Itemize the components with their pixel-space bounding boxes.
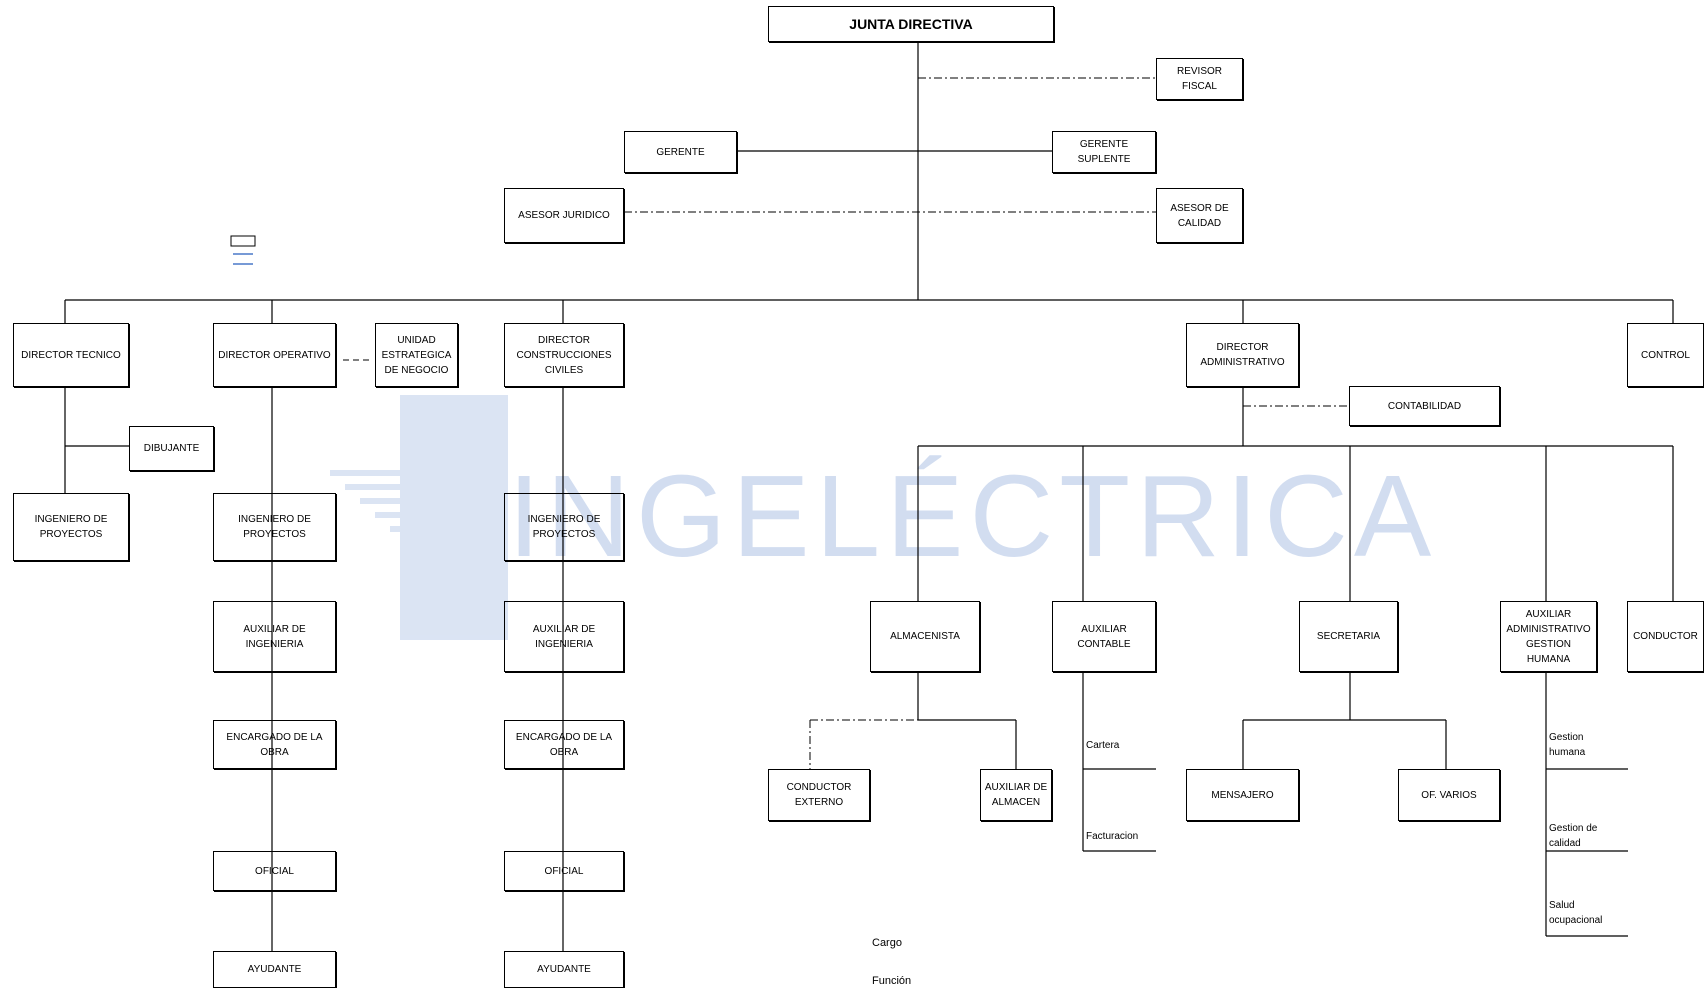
function-cartera: Cartera (1086, 740, 1120, 751)
ingeniero-proyectos-label: INGENIERO DE PROYECTOS (527, 514, 601, 540)
gerente-suplente-label: GERENTE SUPLENTE (1077, 139, 1131, 165)
gerente-suplente-box: GERENTE SUPLENTE (1052, 131, 1156, 173)
ingeniero-proyectos-tecnico-box: INGENIERO DE PROYECTOS (13, 493, 129, 561)
unidad-estrategica-box: UNIDAD ESTRATEGICA DE NEGOCIO (375, 323, 458, 387)
ayudante-label: AYUDANTE (247, 964, 302, 975)
revisor-fiscal-box: REVISOR FISCAL (1156, 58, 1243, 100)
auxiliar-ingenieria-label: AUXILIAR DE INGENIERIA (532, 623, 596, 650)
unidad-estrategica-label: UNIDAD ESTRATEGICA DE NEGOCIO (381, 334, 452, 376)
director-operativo-box: DIRECTOR OPERATIVO (213, 323, 336, 387)
secretaria-label: SECRETARIA (1316, 631, 1381, 642)
almacenista-label: ALMACENISTA (890, 631, 960, 642)
oficial-label: OFICIAL (255, 865, 294, 877)
control-box: CONTROL (1627, 323, 1704, 387)
ingeniero-proyectos-label: INGENIERO DE PROYECTOS (34, 514, 108, 540)
of-varios-label: OF. VARIOS (1421, 789, 1477, 801)
director-construcciones-label: DIRECTOR CONSTRUCCIONES CIVILES (516, 334, 612, 376)
auxiliar-gestion-humana-label: AUXILIAR ADMINISTRATIVO GESTION HUMANA (1506, 608, 1591, 665)
encargado-obra-operativo-box: ENCARGADO DE LA OBRA (213, 720, 336, 769)
director-administrativo-label: DIRECTOR ADMINISTRATIVO (1200, 342, 1285, 368)
director-construcciones-box: DIRECTOR CONSTRUCCIONES CIVILES (504, 323, 624, 387)
mensajero-box: MENSAJERO (1186, 769, 1299, 821)
almacenista-box: ALMACENISTA (870, 601, 980, 672)
asesor-calidad-label: ASESOR DE CALIDAD (1170, 202, 1229, 229)
ingeniero-proyectos-label: INGENIERO DE PROYECTOS (238, 514, 311, 540)
auxiliar-ingenieria-operativo-box: AUXILIAR DE INGENIERIA (213, 601, 336, 672)
auxiliar-almacen-label: AUXILIAR DE ALMACEN (984, 782, 1048, 808)
secretaria-box: SECRETARIA (1299, 601, 1398, 672)
function-gestion-humana: Gestion humana (1549, 732, 1586, 758)
ayudante-construcciones-box: AYUDANTE (504, 951, 624, 988)
gerente-box: GERENTE (624, 131, 737, 173)
conductor-externo-label: CONDUCTOR EXTERNO (786, 782, 852, 808)
ingeniero-proyectos-construcciones-box: INGENIERO DE PROYECTOS (504, 493, 624, 561)
legend-icon (230, 235, 256, 265)
revisor-fiscal-label: REVISOR FISCAL (1176, 66, 1222, 92)
encargado-obra-construcciones-box: ENCARGADO DE LA OBRA (504, 720, 624, 769)
asesor-juridico-label: ASESOR JURIDICO (518, 210, 610, 221)
conductor-box: CONDUCTOR (1627, 601, 1704, 672)
dibujante-label: DIBUJANTE (143, 443, 200, 454)
legend-funcion: Función (872, 975, 912, 987)
ayudante-operativo-box: AYUDANTE (213, 951, 336, 988)
junta-directiva-label: JUNTA DIRECTIVA (849, 15, 973, 32)
asesor-calidad-box: ASESOR DE CALIDAD (1156, 188, 1243, 243)
contabilidad-label: CONTABILIDAD (1387, 400, 1462, 412)
director-administrativo-box: DIRECTOR ADMINISTRATIVO (1186, 323, 1299, 387)
watermark-text: INGELÉCTRICA (508, 451, 1437, 581)
oficial-label: OFICIAL (544, 865, 584, 877)
auxiliar-gestion-humana-box: AUXILIAR ADMINISTRATIVO GESTION HUMANA (1500, 601, 1597, 672)
function-salud-ocupacional: Salud ocupacional (1549, 900, 1603, 926)
ayudante-label: AYUDANTE (537, 964, 591, 975)
auxiliar-contable-label: AUXILIAR CONTABLE (1077, 623, 1131, 650)
auxiliar-ingenieria-label: AUXILIAR DE INGENIERIA (243, 623, 306, 650)
director-tecnico-label: DIRECTOR TECNICO (21, 349, 121, 361)
dibujante-box: DIBUJANTE (129, 426, 214, 471)
asesor-juridico-box: ASESOR JURIDICO (504, 188, 624, 243)
gerente-label: GERENTE (656, 146, 705, 158)
function-gestion-calidad: Gestion de calidad (1549, 823, 1598, 849)
contabilidad-box: CONTABILIDAD (1349, 386, 1500, 426)
auxiliar-almacen-box: AUXILIAR DE ALMACEN (980, 769, 1052, 821)
conductor-label: CONDUCTOR (1633, 631, 1698, 642)
of-varios-box: OF. VARIOS (1398, 769, 1500, 821)
auxiliar-contable-box: AUXILIAR CONTABLE (1052, 601, 1156, 672)
director-tecnico-box: DIRECTOR TECNICO (13, 323, 129, 387)
conductor-externo-box: CONDUCTOR EXTERNO (768, 769, 870, 821)
auxiliar-ingenieria-construcciones-box: AUXILIAR DE INGENIERIA (504, 601, 624, 672)
legend-cargo: Cargo (872, 937, 902, 949)
director-operativo-label: DIRECTOR OPERATIVO (218, 349, 331, 361)
oficial-construcciones-box: OFICIAL (504, 851, 624, 891)
junta-directiva-box: JUNTA DIRECTIVA (768, 6, 1054, 42)
encargado-obra-label: ENCARGADO DE LA OBRA (515, 731, 613, 758)
control-label: CONTROL (1641, 349, 1690, 361)
function-facturacion: Facturacion (1086, 831, 1139, 842)
encargado-obra-label: ENCARGADO DE LA OBRA (226, 731, 323, 758)
mensajero-label: MENSAJERO (1211, 789, 1274, 801)
oficial-operativo-box: OFICIAL (213, 851, 336, 891)
ingeniero-proyectos-operativo-box: INGENIERO DE PROYECTOS (213, 493, 336, 561)
